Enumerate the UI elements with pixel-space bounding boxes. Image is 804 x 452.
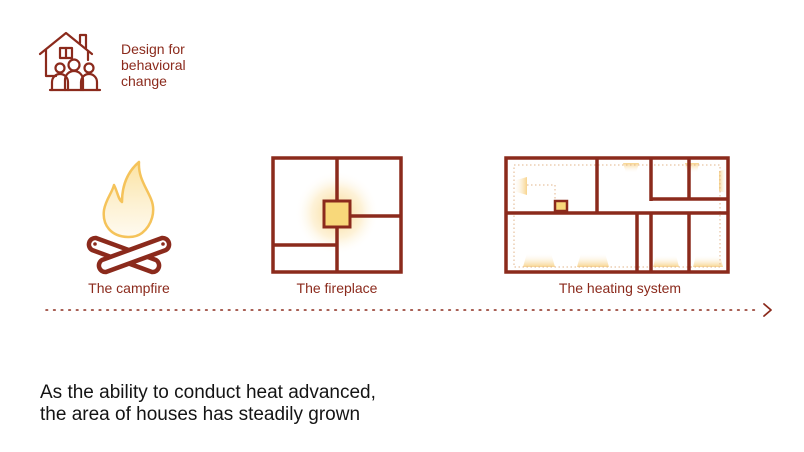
caption-heating-system: The heating system (558, 280, 682, 296)
dotted-arrow-right-icon (45, 303, 772, 317)
caption-fireplace: The fireplace (296, 280, 378, 296)
fireplace-floorplan-icon (271, 156, 403, 274)
house-with-family-icon (38, 31, 102, 92)
brand-title: Design for behavioral change (121, 41, 241, 89)
campfire-icon (86, 160, 172, 275)
brand-line-2: behavioral (121, 57, 186, 73)
brand-line-1: Design for (121, 41, 185, 57)
footer-line-2: the area of houses has steadily grown (40, 404, 361, 425)
brand-line-3: change (121, 73, 167, 89)
heating-system-floorplan-icon (504, 156, 730, 274)
footer-line-1: As the ability to conduct heat advanced, (40, 382, 376, 403)
footer-statement: As the ability to conduct heat advanced,… (40, 382, 640, 426)
caption-campfire: The campfire (88, 280, 170, 296)
